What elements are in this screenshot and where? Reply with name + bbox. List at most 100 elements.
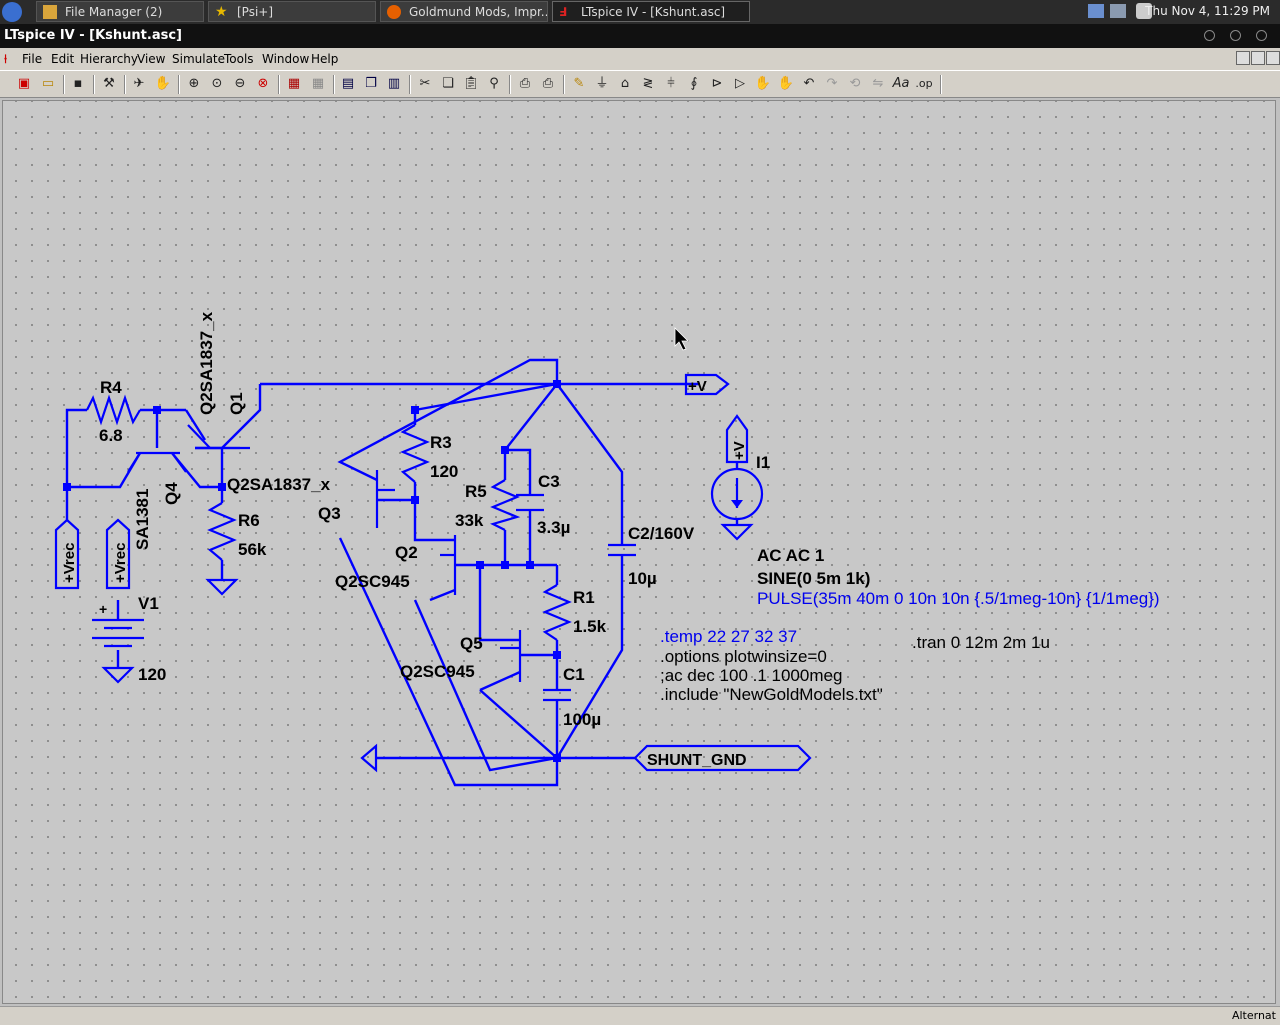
text-icon[interactable]: Aa bbox=[892, 76, 910, 91]
start-menu-icon[interactable] bbox=[2, 2, 22, 22]
directive-temp[interactable]: .temp 22 27 32 37 bbox=[660, 627, 797, 646]
spice-directive-icon[interactable]: .op bbox=[915, 77, 933, 90]
undo-icon[interactable]: ↶ bbox=[803, 76, 815, 91]
menu-edit[interactable]: Edit bbox=[51, 52, 75, 66]
wires bbox=[65, 358, 739, 787]
new-schematic-icon[interactable]: ▣ bbox=[17, 76, 31, 91]
halt-icon[interactable]: ✋ bbox=[154, 76, 172, 91]
tile-horizontal-icon[interactable]: ▤ bbox=[341, 76, 355, 91]
menu-bar: ⍿ File Edit Hierarchy View Simulate Tool… bbox=[0, 48, 1280, 70]
run-icon[interactable]: ✈ bbox=[133, 76, 145, 91]
zoom-out-icon[interactable]: ⊖ bbox=[234, 76, 246, 91]
schematic-canvas[interactable] bbox=[2, 100, 1276, 1004]
menu-tools[interactable]: Tools bbox=[224, 52, 254, 66]
net-flag-shunt-gnd-left[interactable] bbox=[360, 743, 378, 773]
directive-tran[interactable]: .tran 0 12m 2m 1u bbox=[912, 633, 1050, 652]
transistor-q3[interactable] bbox=[375, 470, 395, 528]
net-flag-vrec2[interactable] bbox=[105, 518, 131, 590]
capacitor-icon[interactable]: ⫩ bbox=[667, 76, 675, 91]
net-flag-vrec1[interactable] bbox=[54, 518, 80, 590]
i1-ac-spec: AC AC 1 bbox=[757, 546, 824, 565]
label-q1-name: Q1 bbox=[227, 392, 246, 415]
label-r3-value: 120 bbox=[430, 462, 458, 481]
tray-icon-1[interactable] bbox=[1088, 4, 1104, 18]
directive-include[interactable]: .include "NewGoldModels.txt" bbox=[660, 685, 883, 704]
transistor-q2[interactable] bbox=[440, 535, 457, 595]
save-icon[interactable]: ▪ bbox=[73, 76, 83, 91]
menu-help[interactable]: Help bbox=[311, 52, 339, 66]
control-panel-icon[interactable]: ⚒ bbox=[103, 76, 115, 91]
task-file-manager[interactable]: File Manager (2) bbox=[36, 1, 204, 22]
capacitor-c1[interactable] bbox=[543, 688, 571, 702]
task-firefox[interactable]: Goldmund Mods, Impr... bbox=[380, 1, 548, 22]
print-icon[interactable]: ⎙ bbox=[542, 76, 554, 91]
capacitor-c2[interactable] bbox=[608, 543, 636, 557]
label-r1-value: 1.5k bbox=[573, 617, 607, 636]
drag-icon[interactable]: ✋ bbox=[777, 76, 795, 91]
capacitor-c3[interactable] bbox=[516, 493, 544, 512]
zoom-fit-icon[interactable]: ⊗ bbox=[257, 76, 269, 91]
pan-icon[interactable]: ⊙ bbox=[211, 76, 223, 91]
mdi-minimize-icon[interactable] bbox=[1236, 51, 1250, 65]
component-icon[interactable]: ▷ bbox=[735, 76, 745, 91]
cut-icon[interactable]: ✂ bbox=[419, 76, 431, 91]
menu-hierarchy[interactable]: Hierarchy bbox=[80, 52, 139, 66]
menu-file[interactable]: File bbox=[22, 52, 43, 66]
ground-r6 bbox=[205, 578, 239, 596]
ground-i1 bbox=[720, 523, 754, 541]
net-label-shunt-gnd: SHUNT_GND bbox=[647, 752, 747, 769]
mouse-cursor-icon bbox=[674, 327, 689, 351]
mirror-icon[interactable]: ⇋ bbox=[872, 76, 884, 91]
task-ltspice[interactable]: Ⅎ LTspice IV - [Kshunt.asc] bbox=[552, 1, 750, 22]
find-icon[interactable]: ⚲ bbox=[489, 76, 499, 91]
menu-view[interactable]: View bbox=[137, 52, 166, 66]
directive-ac[interactable]: ;ac dec 100 .1 1000meg bbox=[660, 666, 842, 685]
menu-simulate[interactable]: Simulate bbox=[172, 52, 226, 66]
mdi-restore-icon[interactable] bbox=[1251, 51, 1265, 65]
tray-icon-3[interactable] bbox=[1136, 3, 1152, 19]
current-source-i1[interactable] bbox=[710, 467, 764, 521]
zoom-in-icon[interactable]: ⊕ bbox=[188, 76, 200, 91]
cascade-icon[interactable]: ❐ bbox=[365, 76, 377, 91]
copy-icon[interactable]: ❏ bbox=[442, 76, 454, 91]
close-icon[interactable] bbox=[1256, 30, 1267, 41]
tray-icon-2[interactable] bbox=[1110, 4, 1126, 18]
redo-icon[interactable]: ↷ bbox=[826, 76, 838, 91]
inductor-icon[interactable]: ∮ bbox=[690, 76, 698, 91]
resistor-r1[interactable] bbox=[542, 584, 572, 641]
tile-vertical-icon[interactable]: ▥ bbox=[387, 76, 401, 91]
draw-wire-icon[interactable]: ✎ bbox=[573, 76, 585, 91]
net-flag-shunt-gnd[interactable] bbox=[633, 744, 812, 772]
resistor-icon[interactable]: ≷ bbox=[642, 76, 654, 91]
maximize-icon[interactable] bbox=[1230, 30, 1241, 41]
net-flag-plus-v[interactable] bbox=[684, 373, 730, 396]
voltage-source-v1[interactable] bbox=[92, 618, 144, 648]
label-v1-name: V1 bbox=[138, 594, 159, 613]
rotate-icon[interactable]: ⟲ bbox=[849, 76, 861, 91]
transistor-q4[interactable] bbox=[127, 451, 187, 473]
resistor-r6[interactable] bbox=[207, 502, 237, 561]
print-setup-icon[interactable]: ⎙ bbox=[519, 76, 531, 91]
task-psi[interactable]: ★ [Psi+] bbox=[208, 1, 376, 22]
diode-icon[interactable]: ⊳ bbox=[711, 76, 723, 91]
open-icon[interactable]: ▭ bbox=[41, 76, 55, 91]
label-q1-model: Q2SA1837_x bbox=[197, 311, 216, 415]
status-text: Alternat bbox=[1231, 1009, 1276, 1022]
resistor-r4[interactable] bbox=[86, 394, 141, 426]
label-net-icon[interactable]: ⌂ bbox=[620, 76, 630, 91]
transistor-q5[interactable] bbox=[500, 630, 522, 682]
directive-options[interactable]: .options plotwinsize=0 bbox=[660, 647, 827, 666]
ground-icon[interactable]: ⏚ bbox=[595, 76, 609, 91]
transistor-q1[interactable] bbox=[187, 424, 250, 450]
resistor-r5[interactable] bbox=[489, 479, 521, 531]
autorange-icon[interactable]: ▦ bbox=[287, 76, 301, 91]
move-icon[interactable]: ✋ bbox=[754, 76, 772, 91]
net-flag-plus-v-i1[interactable] bbox=[725, 414, 749, 464]
ltspice-icon: Ⅎ bbox=[559, 4, 568, 19]
delete-waveforms-icon[interactable]: ▦ bbox=[311, 76, 325, 91]
paste-icon[interactable]: 📋︎ bbox=[462, 76, 480, 91]
minimize-icon[interactable] bbox=[1204, 30, 1215, 41]
label-c1-value: 100µ bbox=[563, 710, 601, 729]
menu-window[interactable]: Window bbox=[262, 52, 310, 66]
resistor-r3[interactable] bbox=[400, 424, 430, 483]
